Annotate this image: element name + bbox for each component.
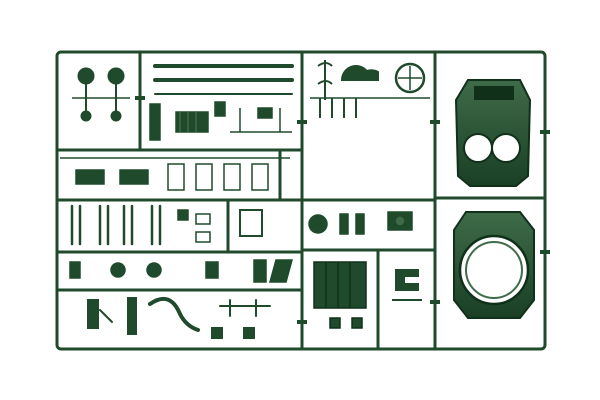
sprue-gates	[135, 96, 550, 324]
part-vertical-spikes	[70, 204, 162, 246]
part-spheres	[72, 67, 130, 122]
part-engine-block	[313, 261, 367, 329]
part-hull-lower	[453, 211, 535, 319]
part-hull-upper	[454, 79, 532, 187]
part-bottom-left	[87, 296, 271, 339]
part-bracket	[392, 269, 422, 301]
part-top-middle	[310, 60, 430, 118]
part-left-lower	[69, 209, 293, 283]
part-left-middle	[60, 157, 290, 191]
part-middle-fittings	[308, 211, 413, 235]
part-long-rods	[153, 64, 294, 95]
part-small-components-a	[149, 101, 292, 141]
